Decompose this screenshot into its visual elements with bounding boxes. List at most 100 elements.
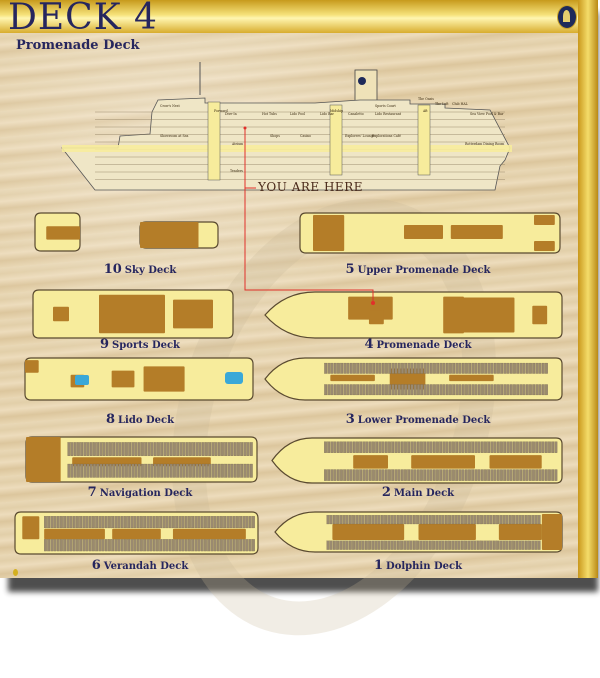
cabin	[368, 469, 372, 481]
cabin	[207, 516, 211, 529]
cabin	[458, 384, 462, 396]
stair-tower	[329, 104, 343, 176]
cabin	[397, 362, 401, 374]
cabin	[464, 441, 468, 453]
cabin	[496, 441, 500, 453]
cabin	[452, 469, 455, 481]
upper-promenade-deck	[299, 212, 561, 254]
cabin	[345, 515, 349, 525]
cabin	[525, 362, 529, 374]
cabin	[86, 463, 90, 478]
cabin	[109, 442, 112, 456]
cabin	[248, 516, 252, 529]
cabin	[490, 441, 494, 453]
promenade-deck	[264, 291, 563, 339]
cabin	[499, 515, 503, 525]
cabin	[444, 515, 448, 525]
cabin	[425, 540, 429, 550]
cabin	[327, 362, 331, 374]
cabin	[217, 463, 221, 478]
cabin	[426, 469, 430, 481]
cabin	[184, 539, 188, 552]
profile-label: Midship	[330, 109, 343, 113]
cabin	[474, 441, 478, 453]
cabin	[96, 442, 100, 456]
cabin	[436, 362, 440, 374]
cabin	[378, 362, 382, 374]
cabin	[127, 516, 131, 529]
deck-name: Lower Promenade Deck	[357, 415, 491, 426]
cabin	[80, 463, 84, 478]
cabin	[233, 442, 237, 456]
cabin	[134, 463, 138, 478]
cabin	[407, 384, 411, 396]
cabin	[506, 469, 510, 481]
cabin	[146, 539, 150, 552]
cabin	[371, 540, 375, 550]
cabin	[150, 442, 154, 456]
cabin	[349, 384, 353, 396]
cabin	[364, 540, 368, 550]
profile-label: Crow's Nest	[160, 104, 180, 108]
cabin	[336, 540, 339, 550]
cabin	[512, 441, 516, 453]
cabin	[336, 441, 340, 453]
cabin	[544, 469, 548, 481]
cabin	[82, 516, 86, 529]
cabin	[216, 516, 220, 529]
cabin	[332, 515, 336, 525]
cabin	[433, 362, 436, 374]
deck-area	[25, 360, 39, 373]
cabin	[410, 362, 414, 374]
cabin	[179, 463, 183, 478]
cabin	[513, 362, 516, 374]
cabin	[483, 540, 487, 550]
cabin	[365, 362, 369, 374]
cabin	[152, 516, 156, 529]
cabin	[432, 441, 436, 453]
cabin	[136, 539, 140, 552]
cabin	[397, 441, 401, 453]
deck-name: Main Deck	[393, 488, 455, 499]
cabin	[120, 516, 124, 529]
cabin	[516, 441, 519, 453]
cabin	[419, 540, 423, 550]
profile-label: Club HAL	[452, 102, 469, 106]
cabin	[85, 516, 89, 529]
cabin	[470, 540, 474, 550]
lido-deck	[24, 357, 254, 401]
cabin	[195, 442, 199, 456]
cabin	[163, 442, 167, 456]
cabin	[403, 515, 407, 525]
cabin	[324, 384, 328, 396]
cabin	[73, 463, 77, 478]
cabin	[455, 384, 459, 396]
cabin	[176, 463, 180, 478]
hull	[61, 97, 511, 191]
cabin	[329, 515, 333, 525]
deck-area	[404, 225, 443, 239]
cabin	[200, 539, 204, 552]
cabin	[365, 441, 369, 453]
cabin	[467, 515, 471, 525]
cabin	[423, 441, 427, 453]
cabin	[224, 463, 228, 478]
cabin	[210, 539, 214, 552]
cabin	[143, 516, 147, 529]
cabin	[509, 469, 513, 481]
cabin	[118, 463, 122, 478]
deck-area	[534, 241, 555, 251]
cabin	[340, 469, 343, 481]
cabin	[454, 515, 458, 525]
cabin	[400, 540, 403, 550]
